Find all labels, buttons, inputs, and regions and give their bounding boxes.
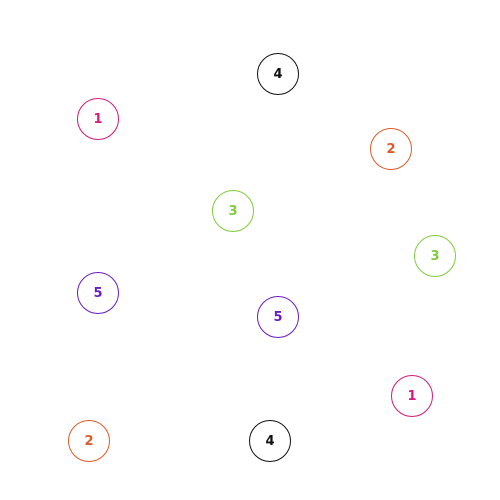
number-node-4[interactable]: 4 (257, 53, 299, 95)
node-label: 3 (430, 248, 440, 264)
node-label: 2 (386, 141, 396, 157)
number-node-2[interactable]: 2 (370, 128, 412, 170)
number-node-5[interactable]: 5 (77, 272, 119, 314)
number-node-3[interactable]: 3 (414, 235, 456, 277)
number-node-5[interactable]: 5 (257, 296, 299, 338)
node-label: 3 (228, 203, 238, 219)
number-node-1[interactable]: 1 (77, 98, 119, 140)
number-node-2[interactable]: 2 (68, 420, 110, 462)
node-label: 4 (273, 66, 283, 82)
node-label: 5 (273, 309, 283, 325)
node-label: 2 (84, 433, 94, 449)
node-label: 1 (407, 388, 417, 404)
node-label: 5 (93, 285, 103, 301)
number-node-1[interactable]: 1 (391, 375, 433, 417)
node-label: 4 (265, 433, 275, 449)
number-node-3[interactable]: 3 (212, 190, 254, 232)
node-label: 1 (93, 111, 103, 127)
number-node-4[interactable]: 4 (249, 420, 291, 462)
